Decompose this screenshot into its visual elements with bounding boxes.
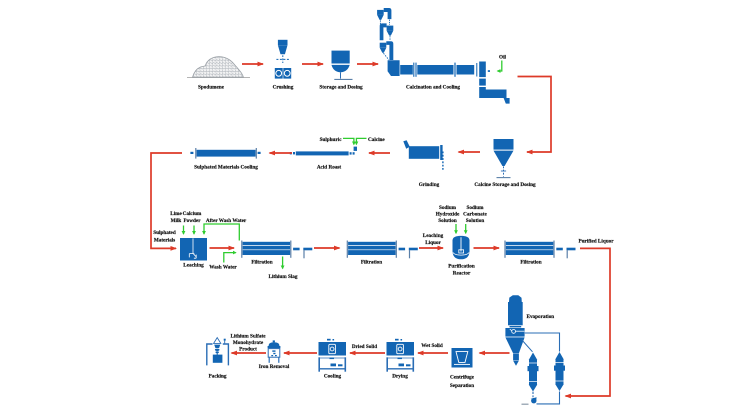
svg-text:Calcine: Calcine: [368, 137, 385, 143]
svg-text:Solution: Solution: [438, 218, 457, 224]
svg-text:Sulphated Materials Cooling: Sulphated Materials Cooling: [194, 165, 258, 171]
svg-text:Packing: Packing: [209, 374, 227, 380]
svg-text:Sulphuric: Sulphuric: [320, 137, 343, 143]
svg-text:Lime: Lime: [170, 211, 182, 217]
svg-text:Crushing: Crushing: [273, 85, 294, 91]
svg-text:Purification: Purification: [448, 263, 475, 269]
svg-text:Solution: Solution: [466, 218, 485, 224]
svg-text:Acid Roast: Acid Roast: [317, 165, 342, 171]
svg-text:Drying: Drying: [392, 374, 408, 380]
svg-text:Powder: Powder: [184, 218, 202, 224]
svg-text:Storage and Dosing: Storage and Dosing: [319, 85, 363, 91]
svg-text:Cooling: Cooling: [324, 374, 342, 380]
svg-text:Monohydrate: Monohydrate: [233, 340, 264, 346]
svg-text:Evaporation: Evaporation: [527, 314, 555, 320]
svg-text:Hydroxide: Hydroxide: [436, 212, 460, 218]
svg-text:Calcination and Cooling: Calcination and Cooling: [406, 85, 460, 91]
svg-text:Separation: Separation: [450, 383, 474, 389]
svg-text:Spodumene: Spodumene: [198, 85, 225, 91]
svg-text:Filtration: Filtration: [251, 260, 272, 266]
svg-text:Lithium Sulfate: Lithium Sulfate: [230, 334, 266, 340]
svg-text:After Wash Water: After Wash Water: [206, 218, 247, 224]
svg-text:Wet Solid: Wet Solid: [421, 343, 443, 349]
svg-text:Filtration: Filtration: [520, 260, 541, 266]
svg-text:Lithium Slag: Lithium Slag: [269, 274, 298, 280]
svg-text:Milk: Milk: [171, 218, 182, 224]
svg-text:Centrifuge: Centrifuge: [450, 375, 475, 381]
svg-text:Grinding: Grinding: [419, 182, 440, 188]
svg-text:Calcium: Calcium: [183, 211, 202, 217]
svg-text:Iron Removal: Iron Removal: [259, 364, 290, 370]
svg-text:Dried Solid: Dried Solid: [352, 344, 377, 350]
svg-text:Calcine Storage and Dosing: Calcine Storage and Dosing: [474, 182, 536, 188]
svg-text:Carbonate: Carbonate: [463, 212, 487, 218]
svg-text:Product: Product: [239, 347, 257, 353]
svg-text:Purified Liquor: Purified Liquor: [578, 239, 614, 245]
svg-text:Filtration: Filtration: [361, 260, 382, 266]
svg-text:Wash Water: Wash Water: [209, 265, 237, 271]
svg-text:Materials: Materials: [154, 238, 175, 244]
svg-text:Oil: Oil: [499, 55, 506, 61]
svg-text:Sulphated: Sulphated: [153, 230, 176, 236]
svg-text:Sodium: Sodium: [466, 205, 484, 211]
svg-text:Sodium: Sodium: [439, 205, 457, 211]
svg-text:Leaching: Leaching: [183, 262, 204, 268]
svg-text:Liquor: Liquor: [425, 240, 441, 246]
svg-text:Reactor: Reactor: [453, 270, 471, 276]
svg-text:Leaching: Leaching: [423, 233, 444, 239]
